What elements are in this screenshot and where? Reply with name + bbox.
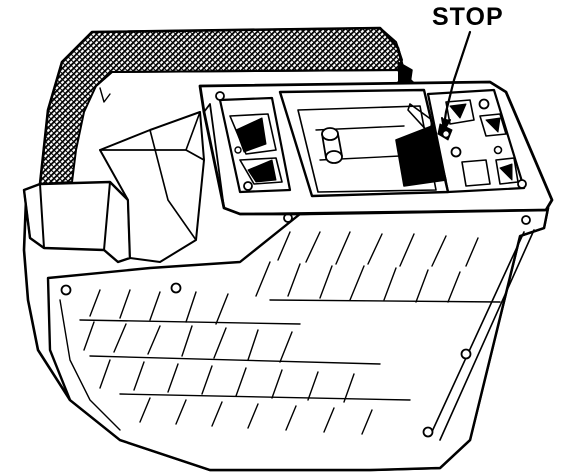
bottom-plate bbox=[46, 206, 550, 472]
stop-label: STOP bbox=[432, 3, 504, 31]
left-bracket bbox=[22, 180, 132, 264]
center-pin bbox=[321, 127, 343, 164]
top-frame bbox=[198, 80, 554, 216]
inner-cavity bbox=[99, 111, 205, 263]
